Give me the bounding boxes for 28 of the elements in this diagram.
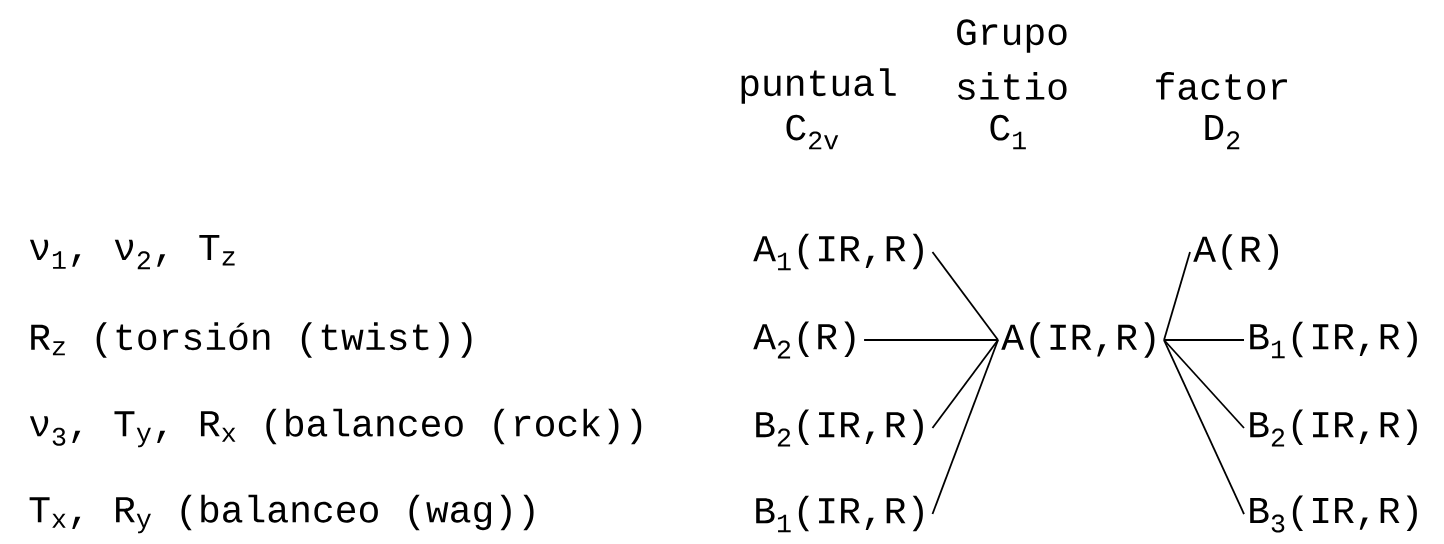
mode-label: T$_{x}$, R$_{y}$ (balanceo (wag)) (29, 494, 534, 534)
correlation-line (863, 339, 999, 341)
species-label: B$_{2}$(IR,R) (1250, 409, 1417, 447)
species-label: B$_{2}$(IR,R) (756, 409, 923, 447)
species-label: A(R) (1193, 234, 1279, 270)
column-heading: puntual (741, 68, 896, 104)
species-label: B$_{3}$(IR,R) (1250, 495, 1417, 533)
species-label: A$_{2}$(R) (753, 321, 855, 359)
group-symbol: C$_{1}$ (990, 114, 1026, 150)
species-label: A$_{1}$(IR,R) (753, 233, 923, 271)
group-symbol: C$_{2v}$ (786, 114, 839, 150)
correlation-line (1163, 339, 1245, 515)
mode-label: ν$_{3}$, T$_{y}$, R$_{x}$ (balanceo (rock)) (29, 408, 642, 448)
correlation-line (931, 251, 999, 341)
species-label: A(IR,R) (1001, 322, 1155, 358)
group-symbol: D$_{2}$ (1205, 114, 1240, 150)
correlation-line (931, 339, 999, 429)
correlation-line (931, 339, 999, 515)
correlation-line (1163, 339, 1245, 341)
column-heading: sitio (958, 72, 1067, 100)
species-label: B$_{1}$(IR,R) (756, 495, 923, 533)
mode-label: ν$_{1}$, ν$_{2}$, T$_{z}$ (29, 234, 235, 270)
mode-label: R$_{z}$ (torsión (twist)) (31, 322, 472, 358)
species-label: B$_{1}$(IR,R) (1250, 321, 1417, 359)
column-heading: Grupo (957, 19, 1067, 53)
column-heading: factor (1156, 72, 1287, 100)
correlation-line (1163, 339, 1245, 429)
correlation-line (1163, 251, 1191, 341)
